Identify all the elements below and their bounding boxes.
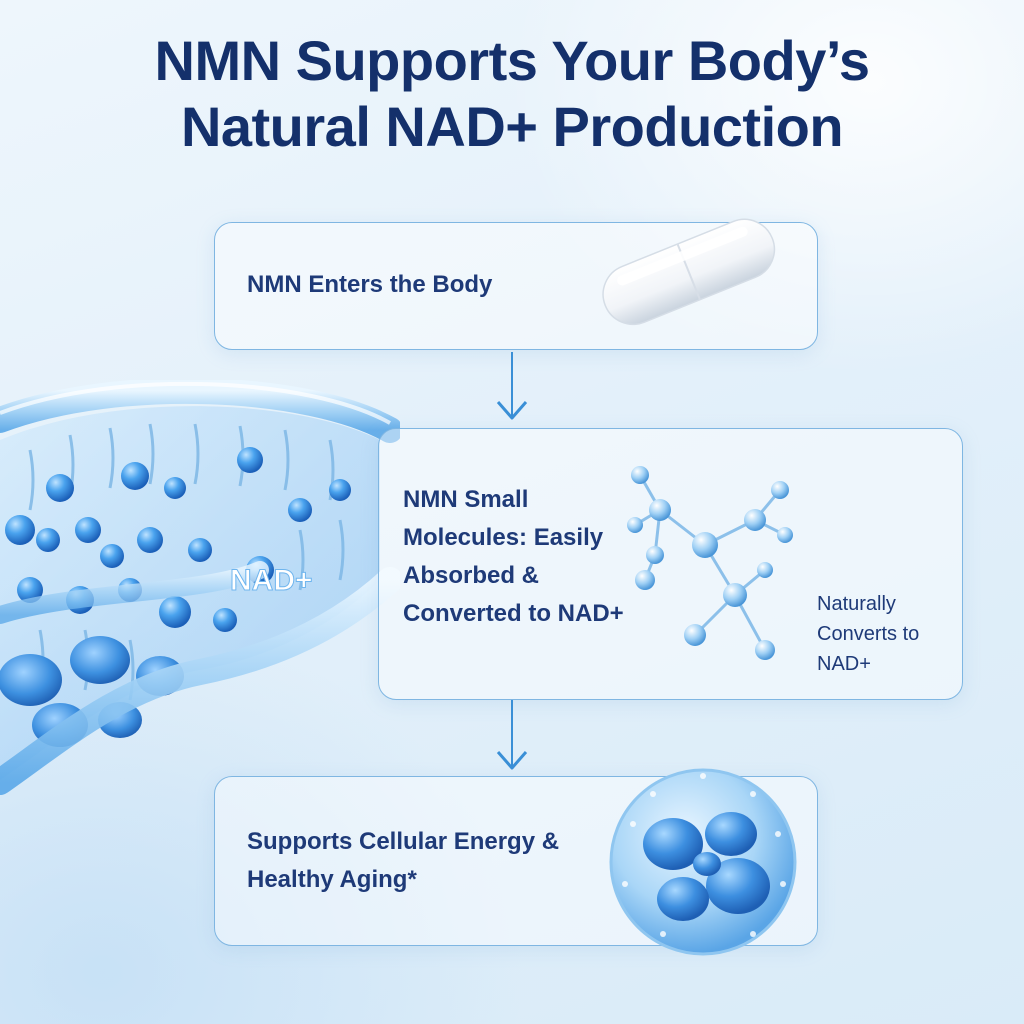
step-2-text: NMN Small Molecules: Easily Absorbed & C… xyxy=(403,486,624,627)
molecule-icon xyxy=(627,466,793,660)
step-3-text: Supports Cellular Energy & Healthy Aging… xyxy=(247,828,560,893)
capsule-icon xyxy=(602,218,776,326)
step-card-2: NMN Small Molecules: Easily Absorbed & C… xyxy=(378,428,963,700)
title-line-2: Natural NAD+ Production xyxy=(180,95,844,158)
cell-icon xyxy=(609,768,797,956)
arrow-down-icon xyxy=(496,352,528,420)
step-1-text: NMN Enters the Body xyxy=(247,271,493,298)
membrane-label: NAD+ xyxy=(230,564,313,597)
cell-membrane-illustration: NAD+ xyxy=(0,380,400,795)
title-line-1: NMN Supports Your Body’s xyxy=(154,29,871,92)
step-2-side-text: Naturally Converts to NAD+ xyxy=(817,593,920,675)
page-title: NMN Supports Your Body’s Natural NAD+ Pr… xyxy=(0,28,1024,160)
arrow-down-icon xyxy=(496,700,528,770)
